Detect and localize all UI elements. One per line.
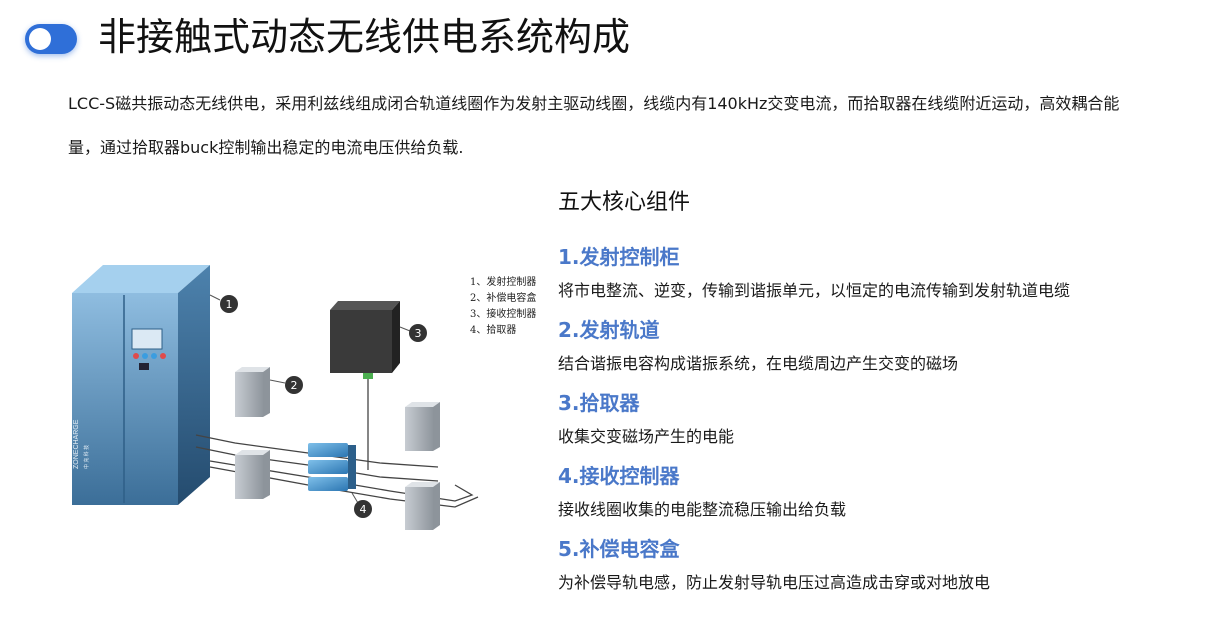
callout-1: 1 [220, 295, 238, 313]
component-name: 2.发射轨道 [558, 318, 660, 342]
diagram-legend: 1、发射控制器 2、补偿电容盒 3、接收控制器 4、拾取器 [470, 275, 536, 336]
legend-item: 1、发射控制器 [470, 275, 536, 288]
receive-controller [330, 301, 400, 470]
component-item: 4.接收控制器 接收线圈收集的电能整流稳压输出给负载 [558, 459, 1198, 532]
svg-text:4: 4 [360, 503, 367, 516]
cabinet-brand-sub: 中 充 科 技 [83, 445, 90, 469]
toggle-knob [29, 28, 51, 50]
compensation-box-upper-left [235, 367, 270, 417]
callout-2: 2 [285, 376, 303, 394]
transmit-cabinet: ZONECHARGE 中 充 科 技 [72, 265, 210, 505]
component-description: 将市电整流、逆变，传输到谐振单元，以恒定的电流传输到发射轨道电缆 [558, 281, 1071, 300]
page-title: 非接触式动态无线供电系统构成 [98, 15, 631, 59]
component-item: 5.补偿电容盒 为补偿导轨电感，防止发射导轨电压过高造成击穿或对地放电 [558, 532, 1198, 605]
component-item: 1.发射控制柜 将市电整流、逆变，传输到谐振单元，以恒定的电流传输到发射轨道电缆 [558, 240, 1198, 313]
system-description: LCC-S磁共振动态无线供电，采用利兹线组成闭合轨道线圈作为发射主驱动线圈，线缆… [68, 94, 1120, 157]
pickup [308, 443, 356, 491]
component-description: 接收线圈收集的电能整流稳压输出给负载 [558, 500, 847, 519]
cabinet-brand: ZONECHARGE [73, 419, 80, 469]
svg-text:3: 3 [415, 327, 422, 340]
svg-text:2: 2 [291, 379, 298, 392]
legend-item: 2、补偿电容盒 [470, 291, 536, 304]
legend-item: 4、拾取器 [470, 323, 516, 336]
system-diagram: ZONECHARGE 中 充 科 技 [72, 265, 536, 530]
compensation-box-upper-right [405, 402, 440, 451]
cabinet-display [131, 328, 163, 350]
compensation-box-lower-right [405, 482, 440, 530]
component-item: 3.拾取器 收集交变磁场产生的电能 [558, 386, 1198, 459]
component-description: 结合谐振电容构成谐振系统，在电缆周边产生交变的磁场 [558, 354, 959, 373]
compensation-box-lower-left [235, 450, 270, 499]
callout-4: 4 [354, 500, 372, 518]
component-description: 为补偿导轨电感，防止发射导轨电压过高造成击穿或对地放电 [558, 573, 991, 592]
component-item: 2.发射轨道 结合谐振电容构成谐振系统，在电缆周边产生交变的磁场 [558, 313, 1198, 386]
toggle-switch[interactable] [25, 24, 77, 54]
component-description: 收集交变磁场产生的电能 [558, 427, 735, 446]
legend-item: 3、接收控制器 [470, 307, 536, 320]
callout-3: 3 [409, 324, 427, 342]
component-list: 1.发射控制柜 将市电整流、逆变，传输到谐振单元，以恒定的电流传输到发射轨道电缆… [558, 240, 1198, 605]
component-name: 5.补偿电容盒 [558, 537, 680, 561]
svg-text:1: 1 [226, 298, 233, 311]
component-name: 4.接收控制器 [558, 464, 680, 488]
component-name: 1.发射控制柜 [558, 245, 680, 269]
section-heading: 五大核心组件 [558, 190, 691, 215]
component-name: 3.拾取器 [558, 391, 640, 415]
